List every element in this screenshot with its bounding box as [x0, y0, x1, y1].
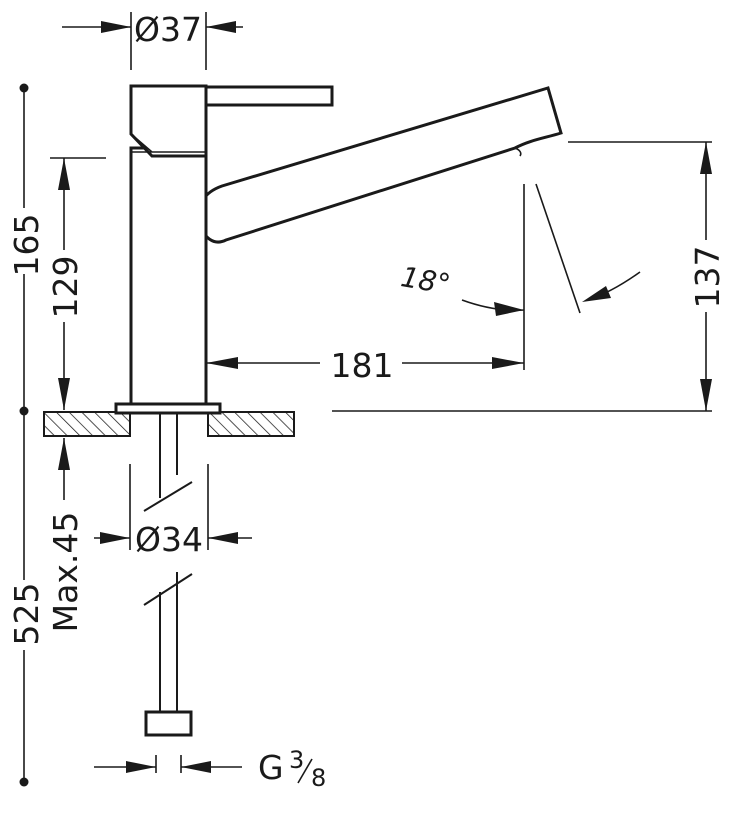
dim-connection-thread: G 3 8: [94, 746, 326, 792]
mixer-cap: [129, 84, 208, 158]
dim-shank-diameter: Ø34: [94, 464, 252, 559]
dim-point-deck: [19, 406, 29, 416]
dim-spout-height: 137: [332, 141, 727, 412]
dim-point-bottom: [19, 777, 29, 787]
thread-type-label: G: [258, 748, 284, 787]
thread-numerator: 3: [289, 746, 304, 774]
dim-spout-angle: 18°: [398, 183, 641, 370]
faucet-cylinder: [129, 146, 208, 406]
lever-handle: [204, 85, 334, 107]
body-height-label: 129: [46, 256, 85, 319]
hose-length-label: 525: [7, 583, 46, 646]
dim-top-diameter: Ø37: [62, 10, 243, 70]
dim-point-top: [19, 83, 29, 93]
thread-denominator: 8: [311, 764, 326, 792]
shank-diameter-label: Ø34: [135, 520, 203, 559]
dim-spout-reach: 181: [206, 346, 524, 385]
dim-overall-height: 165 525: [7, 83, 46, 787]
hose-connector: [144, 710, 193, 737]
top-diameter-label: Ø37: [134, 10, 202, 49]
spout-reach-label: 181: [331, 346, 394, 385]
faucet-body: [114, 84, 563, 415]
dim-body-height: 129: [46, 157, 106, 410]
overall-height-label: 165: [7, 214, 46, 277]
base-flange: [114, 402, 222, 415]
spout: [197, 86, 563, 244]
spout-height-label: 137: [688, 246, 727, 309]
dim-deck-thickness: Max.45: [46, 438, 85, 632]
supply-hose: [143, 414, 193, 737]
spout-angle-label: 18°: [398, 260, 453, 301]
deck-thickness-label: Max.45: [46, 512, 85, 633]
countertop-section: [43, 411, 295, 437]
